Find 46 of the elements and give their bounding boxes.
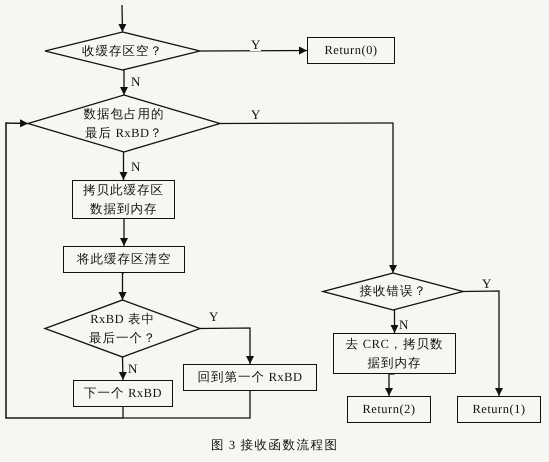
arrow xyxy=(118,4,126,32)
arrow xyxy=(220,122,397,273)
edge-label: Y xyxy=(481,277,492,290)
process-box xyxy=(73,380,173,407)
arrow xyxy=(120,151,128,180)
edge-label: Y xyxy=(208,310,220,323)
arrow xyxy=(118,272,126,300)
arrow xyxy=(463,290,503,396)
edge-label: Y xyxy=(250,108,262,121)
arrow xyxy=(200,327,254,364)
process-box xyxy=(333,333,456,374)
decision-text: 收缓存区空？ xyxy=(82,42,163,60)
edge-label: N xyxy=(130,160,142,173)
caption: 图 3 接收函数流程图 xyxy=(210,438,338,452)
edge-label: N xyxy=(398,318,410,331)
process-text: 回到第一个 RxBD xyxy=(197,369,303,386)
arrow xyxy=(5,119,251,419)
edge-label: Y xyxy=(250,38,262,51)
process-text: Return(1) xyxy=(472,401,526,418)
decision-diamond xyxy=(323,273,463,310)
process-box xyxy=(307,37,395,64)
arrow xyxy=(118,356,127,380)
arrow xyxy=(120,218,128,246)
process-box xyxy=(457,396,541,423)
process-text: 拷贝此缓存区数据到内存 xyxy=(82,182,165,218)
process-text: Return(0) xyxy=(324,42,378,60)
process-text: Return(2) xyxy=(362,401,416,418)
edge-label: N xyxy=(130,75,142,88)
arrow xyxy=(120,69,128,95)
process-box xyxy=(183,364,317,391)
decision-text: 接收错误？ xyxy=(359,283,427,300)
decision-text: 数据包占用的最后 RxBD？ xyxy=(82,106,166,142)
decision-diamond xyxy=(28,95,220,152)
process-text: 去 CRC，拷贝数据到内存 xyxy=(344,336,444,372)
decision-text: RxBD 表中最后一个？ xyxy=(88,311,158,346)
process-box xyxy=(63,246,185,273)
process-text: 下一个 RxBD xyxy=(84,385,162,402)
process-box xyxy=(347,396,431,423)
edge-label: N xyxy=(127,362,138,375)
arrow xyxy=(385,373,394,396)
process-box xyxy=(72,180,175,219)
arrow xyxy=(200,46,307,55)
decision-diamond xyxy=(45,32,200,70)
decision-diamond xyxy=(45,300,200,357)
arrow xyxy=(390,309,398,333)
process-text: 将此缓存区清空 xyxy=(76,251,172,268)
